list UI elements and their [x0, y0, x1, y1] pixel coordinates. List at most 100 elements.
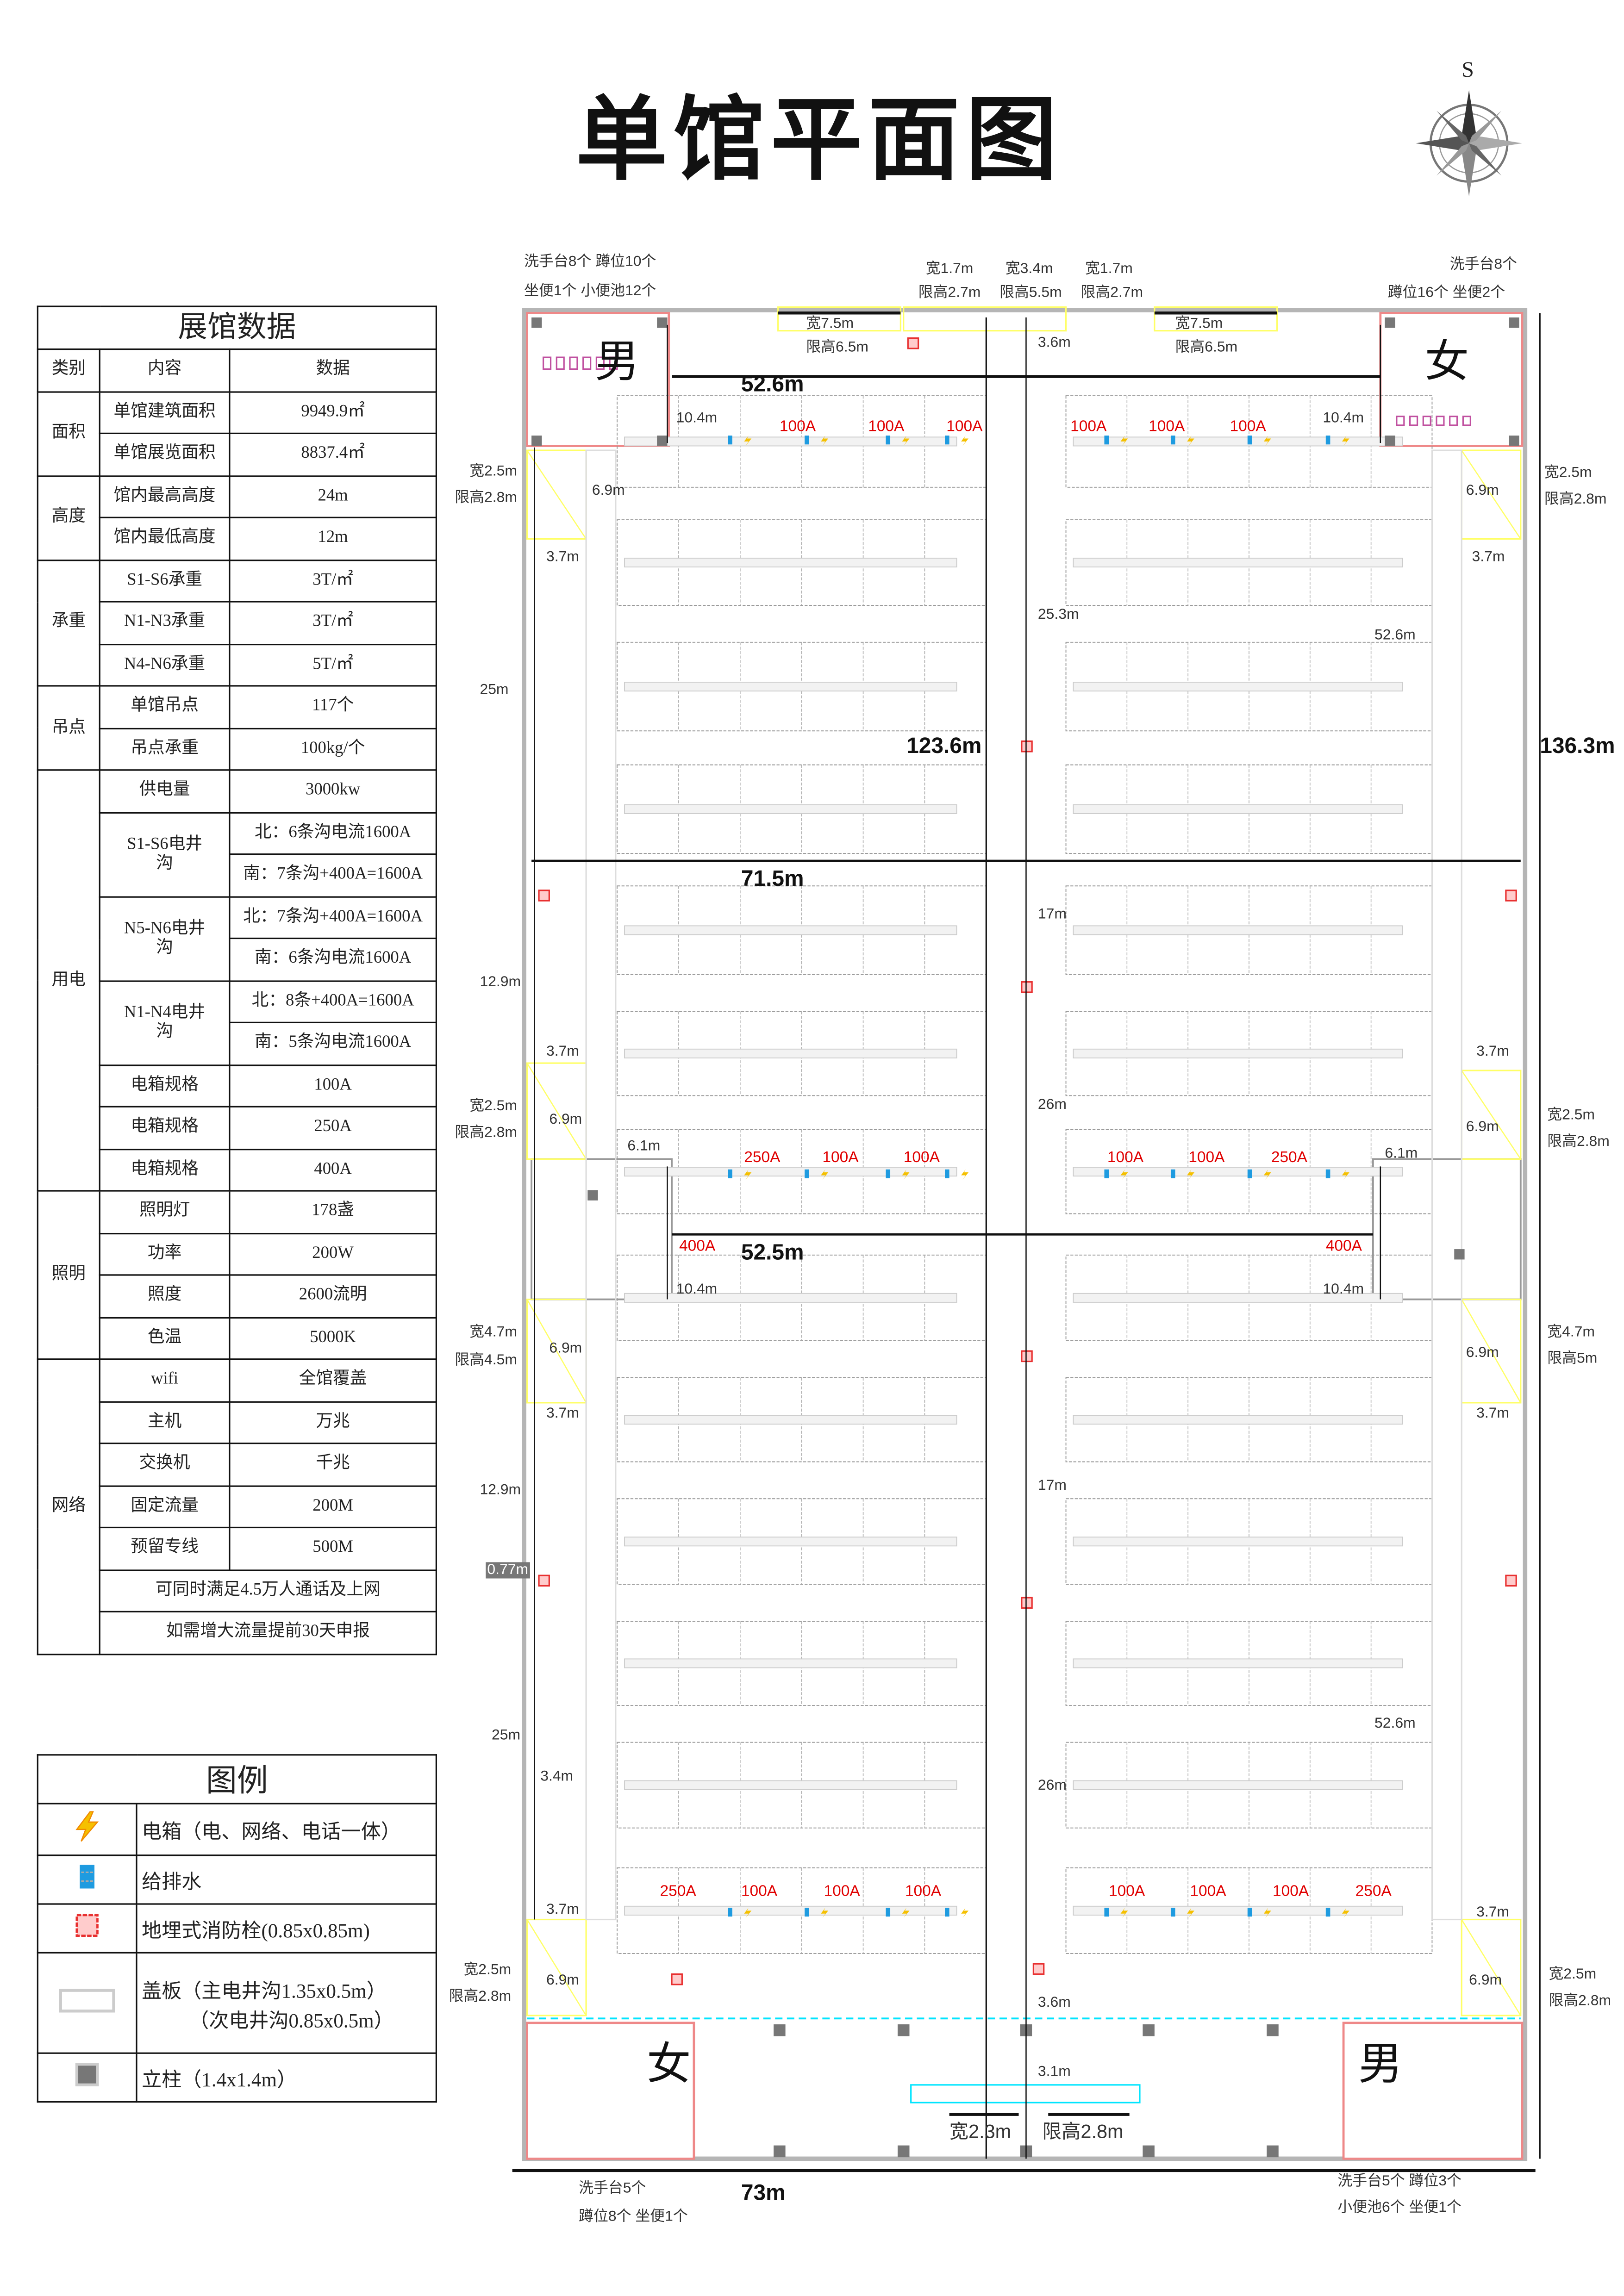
legend-label-secondary: （次电井沟0.85x0.5m）: [189, 2009, 394, 2031]
dimension-label: 宽2.5m: [469, 463, 517, 480]
dimension-label: 3.7m: [1472, 549, 1505, 566]
value-cell: 南：5条沟电流1600A: [229, 1021, 437, 1065]
value-cell: 南：6条沟电流1600A: [229, 937, 437, 981]
legend-title-row: 图例: [37, 1754, 437, 1804]
value-cell: 3000kw: [229, 769, 437, 813]
gate: [903, 306, 1067, 332]
value-cell: 400A: [229, 1148, 437, 1192]
value-cell: 北：8条+400A=1600A: [229, 979, 437, 1023]
lightning-icon: [961, 1169, 969, 1180]
pillar-icon: [897, 2024, 910, 2036]
dimension-label: 52.5m: [741, 1240, 804, 1266]
dimension-label: 3.6m: [1037, 335, 1071, 352]
restroom-block: [526, 311, 670, 447]
dimension-label: 25.3m: [1037, 607, 1079, 623]
lightning-icon: [902, 436, 910, 446]
power-box-label: 100A: [824, 1882, 860, 1901]
item-cell: 单馆建筑面积: [99, 390, 231, 434]
dimension-label: 6.9m: [592, 483, 625, 499]
legend-item: 地埋式消防栓(0.85x0.85m): [37, 1903, 437, 1954]
category-cell: 承重: [37, 559, 100, 687]
dimension-label: 限高2.8m: [1549, 1993, 1612, 2010]
power-trench: [624, 1293, 957, 1303]
value-cell: 南：7条沟+400A=1600A: [229, 853, 437, 897]
pillar-icon: [1143, 2145, 1155, 2158]
pillar-icon: [1267, 2024, 1279, 2036]
toilet-fixture: [582, 356, 592, 370]
restroom-block: [526, 2022, 695, 2160]
dimension-label: 限高5m: [1547, 1351, 1598, 1368]
power-box-label: 100A: [1070, 417, 1107, 436]
water-supply-icon: [886, 1907, 891, 1917]
item-cell: N5-N6电井沟: [99, 895, 231, 982]
right-corridor: [1431, 449, 1462, 1921]
lightning-icon: [821, 1907, 829, 1918]
dimension-label: 17m: [1037, 906, 1067, 923]
dimension-label: 限高2.8m: [1042, 2120, 1124, 2143]
item-cell: 馆内最高高度: [99, 474, 231, 518]
water-supply-icon: [728, 1907, 732, 1917]
dimension-label: 限高2.8m: [1547, 1134, 1610, 1151]
table-title: 展馆数据: [37, 305, 437, 350]
power-trench: [624, 804, 957, 814]
dimension-label: 限高4.5m: [455, 1352, 517, 1369]
dimension-label: 10.4m: [676, 410, 718, 427]
power-box-label: 250A: [744, 1149, 781, 1167]
dimension-label: 宽2.5m: [463, 1962, 512, 1979]
fire-hydrant-icon: [1021, 981, 1033, 993]
door-zone: [1461, 1918, 1522, 2016]
bottom-gate: [910, 2084, 1141, 2103]
compass-south-label: S: [1462, 59, 1474, 83]
door-swing: [1461, 450, 1521, 540]
legend-description: 立柱（1.4x1.4m）: [136, 2052, 437, 2103]
booth-block: [617, 1377, 987, 1462]
power-trench: [1073, 1658, 1403, 1668]
pillar-icon: [531, 436, 542, 446]
water-supply-icon: [1170, 436, 1175, 445]
value-cell: 24m: [229, 474, 437, 518]
water-supply-icon: [1325, 1169, 1330, 1178]
power-trench: [1073, 925, 1403, 935]
value-cell: 北：6条沟电流1600A: [229, 811, 437, 855]
value-cell: 250A: [229, 1106, 437, 1150]
value-cell: 12m: [229, 516, 437, 560]
lightning-icon: [1120, 436, 1128, 446]
item-cell: N1-N4电井沟: [99, 979, 231, 1065]
dimension-label: 3.7m: [546, 1406, 579, 1422]
toilet-fixture: [595, 356, 605, 370]
lightning-icon: [902, 1169, 910, 1180]
item-cell: S1-S6承重: [99, 559, 231, 603]
power-box-label: 100A: [1188, 1149, 1225, 1167]
fire-hydrant-icon: [1021, 1350, 1033, 1363]
power-box-label: 100A: [741, 1882, 778, 1901]
pillar-icon: [1385, 317, 1395, 328]
lightning-icon: [1263, 1169, 1271, 1180]
dimension-label: 3.1m: [1037, 2064, 1071, 2081]
lightning-icon: [1120, 1169, 1128, 1180]
item-cell: 色温: [99, 1316, 231, 1360]
water-supply-icon: [1325, 436, 1330, 445]
lightning-icon: [902, 1907, 910, 1918]
door-swing: [526, 1299, 587, 1403]
legend-label: 地埋式消防栓(0.85x0.85m): [142, 1919, 370, 1942]
category-cell: 吊点: [37, 685, 100, 771]
lightning-icon: [821, 436, 829, 446]
value-cell: 3T/㎡: [229, 601, 437, 645]
door-zone: [526, 1918, 587, 2016]
water-supply-icon: [805, 1907, 809, 1917]
dimension-label: 3.7m: [1476, 1406, 1510, 1422]
item-cell: 电箱规格: [99, 1148, 231, 1192]
water-supply-icon: [805, 436, 809, 445]
fire-hydrant-icon: [907, 337, 919, 349]
lightning-icon: [1187, 1907, 1194, 1918]
table-row: N1-N4电井沟北：8条+400A=1600A: [37, 979, 437, 1065]
